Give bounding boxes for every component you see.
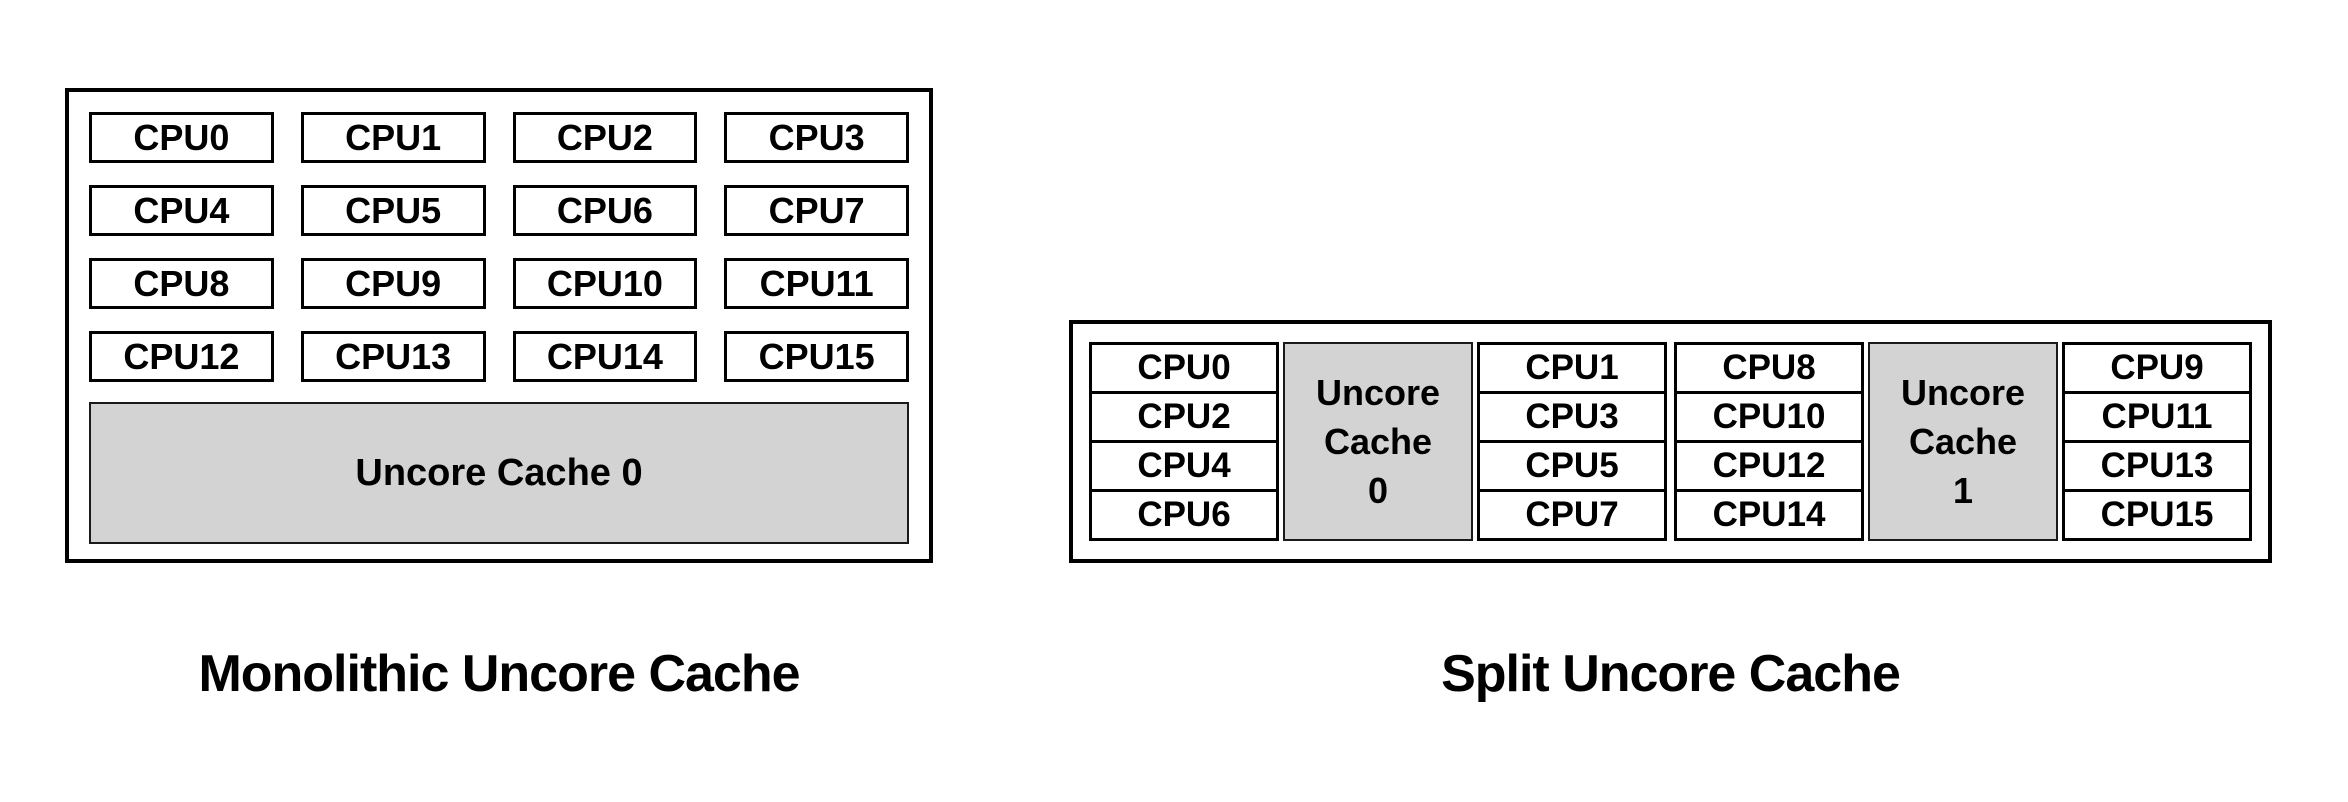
split-cluster-1: CPU8 CPU10 CPU12 CPU14 Uncore Cache 1 CP… xyxy=(1674,342,2252,541)
diagram-caption-monolithic: Monolithic Uncore Cache xyxy=(198,645,800,703)
cpu-box: CPU11 xyxy=(2062,391,2252,443)
cache-label-line: 0 xyxy=(1367,470,1389,511)
cache-label-line: Uncore xyxy=(1315,372,1441,413)
cpu-box: CPU4 xyxy=(89,185,274,236)
cpu-box: CPU1 xyxy=(300,112,486,163)
diagram-caption-split: Split Uncore Cache xyxy=(1441,645,1901,703)
cpu-box: CPU3 xyxy=(1477,391,1667,443)
cache-label-line: Cache xyxy=(1323,421,1433,462)
cpu-box: CPU4 xyxy=(1089,440,1279,492)
cpu-box: CPU3 xyxy=(724,112,909,163)
cpu-box: CPU5 xyxy=(1477,440,1667,492)
cpu-box: CPU2 xyxy=(1089,391,1279,443)
cpu-box: CPU15 xyxy=(2062,489,2252,541)
cpu-box: CPU15 xyxy=(724,331,909,382)
cpu-box: CPU12 xyxy=(89,331,274,382)
cache-label-line: Uncore xyxy=(1900,372,2026,413)
uncore-cache-box: Uncore Cache 0 xyxy=(89,402,909,544)
cpu-box: CPU1 xyxy=(1477,342,1667,394)
cpu-box: CPU13 xyxy=(2062,440,2252,492)
cpu-column: CPU0 CPU2 CPU4 CPU6 xyxy=(1089,342,1279,541)
cpu-box: CPU7 xyxy=(724,185,909,236)
cpu-box: CPU11 xyxy=(724,258,909,309)
cpu-box: CPU5 xyxy=(300,185,486,236)
monolithic-cpu-grid: CPU0 CPU1 CPU2 CPU3 CPU4 CPU5 CPU6 CPU7 … xyxy=(89,112,909,382)
cpu-box: CPU6 xyxy=(512,185,698,236)
cpu-box: CPU9 xyxy=(2062,342,2252,394)
cpu-box: CPU2 xyxy=(512,112,698,163)
cpu-box: CPU7 xyxy=(1477,489,1667,541)
cpu-box: CPU9 xyxy=(300,258,486,309)
cpu-box: CPU10 xyxy=(512,258,698,309)
split-cluster-0: CPU0 CPU2 CPU4 CPU6 Uncore Cache 0 CPU1 … xyxy=(1089,342,1667,541)
cpu-box: CPU10 xyxy=(1674,391,1864,443)
split-diagram: CPU0 CPU2 CPU4 CPU6 Uncore Cache 0 CPU1 … xyxy=(1069,320,2272,563)
cpu-box: CPU0 xyxy=(1089,342,1279,394)
cpu-box: CPU14 xyxy=(1674,489,1864,541)
cpu-box: CPU0 xyxy=(89,112,274,163)
cpu-box: CPU14 xyxy=(512,331,698,382)
cpu-box: CPU8 xyxy=(1674,342,1864,394)
uncore-cache-box: Uncore Cache 0 xyxy=(1283,342,1473,541)
cpu-column: CPU8 CPU10 CPU12 CPU14 xyxy=(1674,342,1864,541)
cpu-column: CPU9 CPU11 CPU13 CPU15 xyxy=(2062,342,2252,541)
monolithic-diagram: CPU0 CPU1 CPU2 CPU3 CPU4 CPU5 CPU6 CPU7 … xyxy=(65,88,933,563)
cache-label-line: 1 xyxy=(1952,470,1974,511)
uncore-cache-box: Uncore Cache 1 xyxy=(1868,342,2058,541)
cpu-column: CPU1 CPU3 CPU5 CPU7 xyxy=(1477,342,1667,541)
cpu-box: CPU13 xyxy=(300,331,486,382)
cpu-box: CPU8 xyxy=(89,258,274,309)
cpu-box: CPU12 xyxy=(1674,440,1864,492)
cpu-box: CPU6 xyxy=(1089,489,1279,541)
cache-label-line: Cache xyxy=(1908,421,2018,462)
